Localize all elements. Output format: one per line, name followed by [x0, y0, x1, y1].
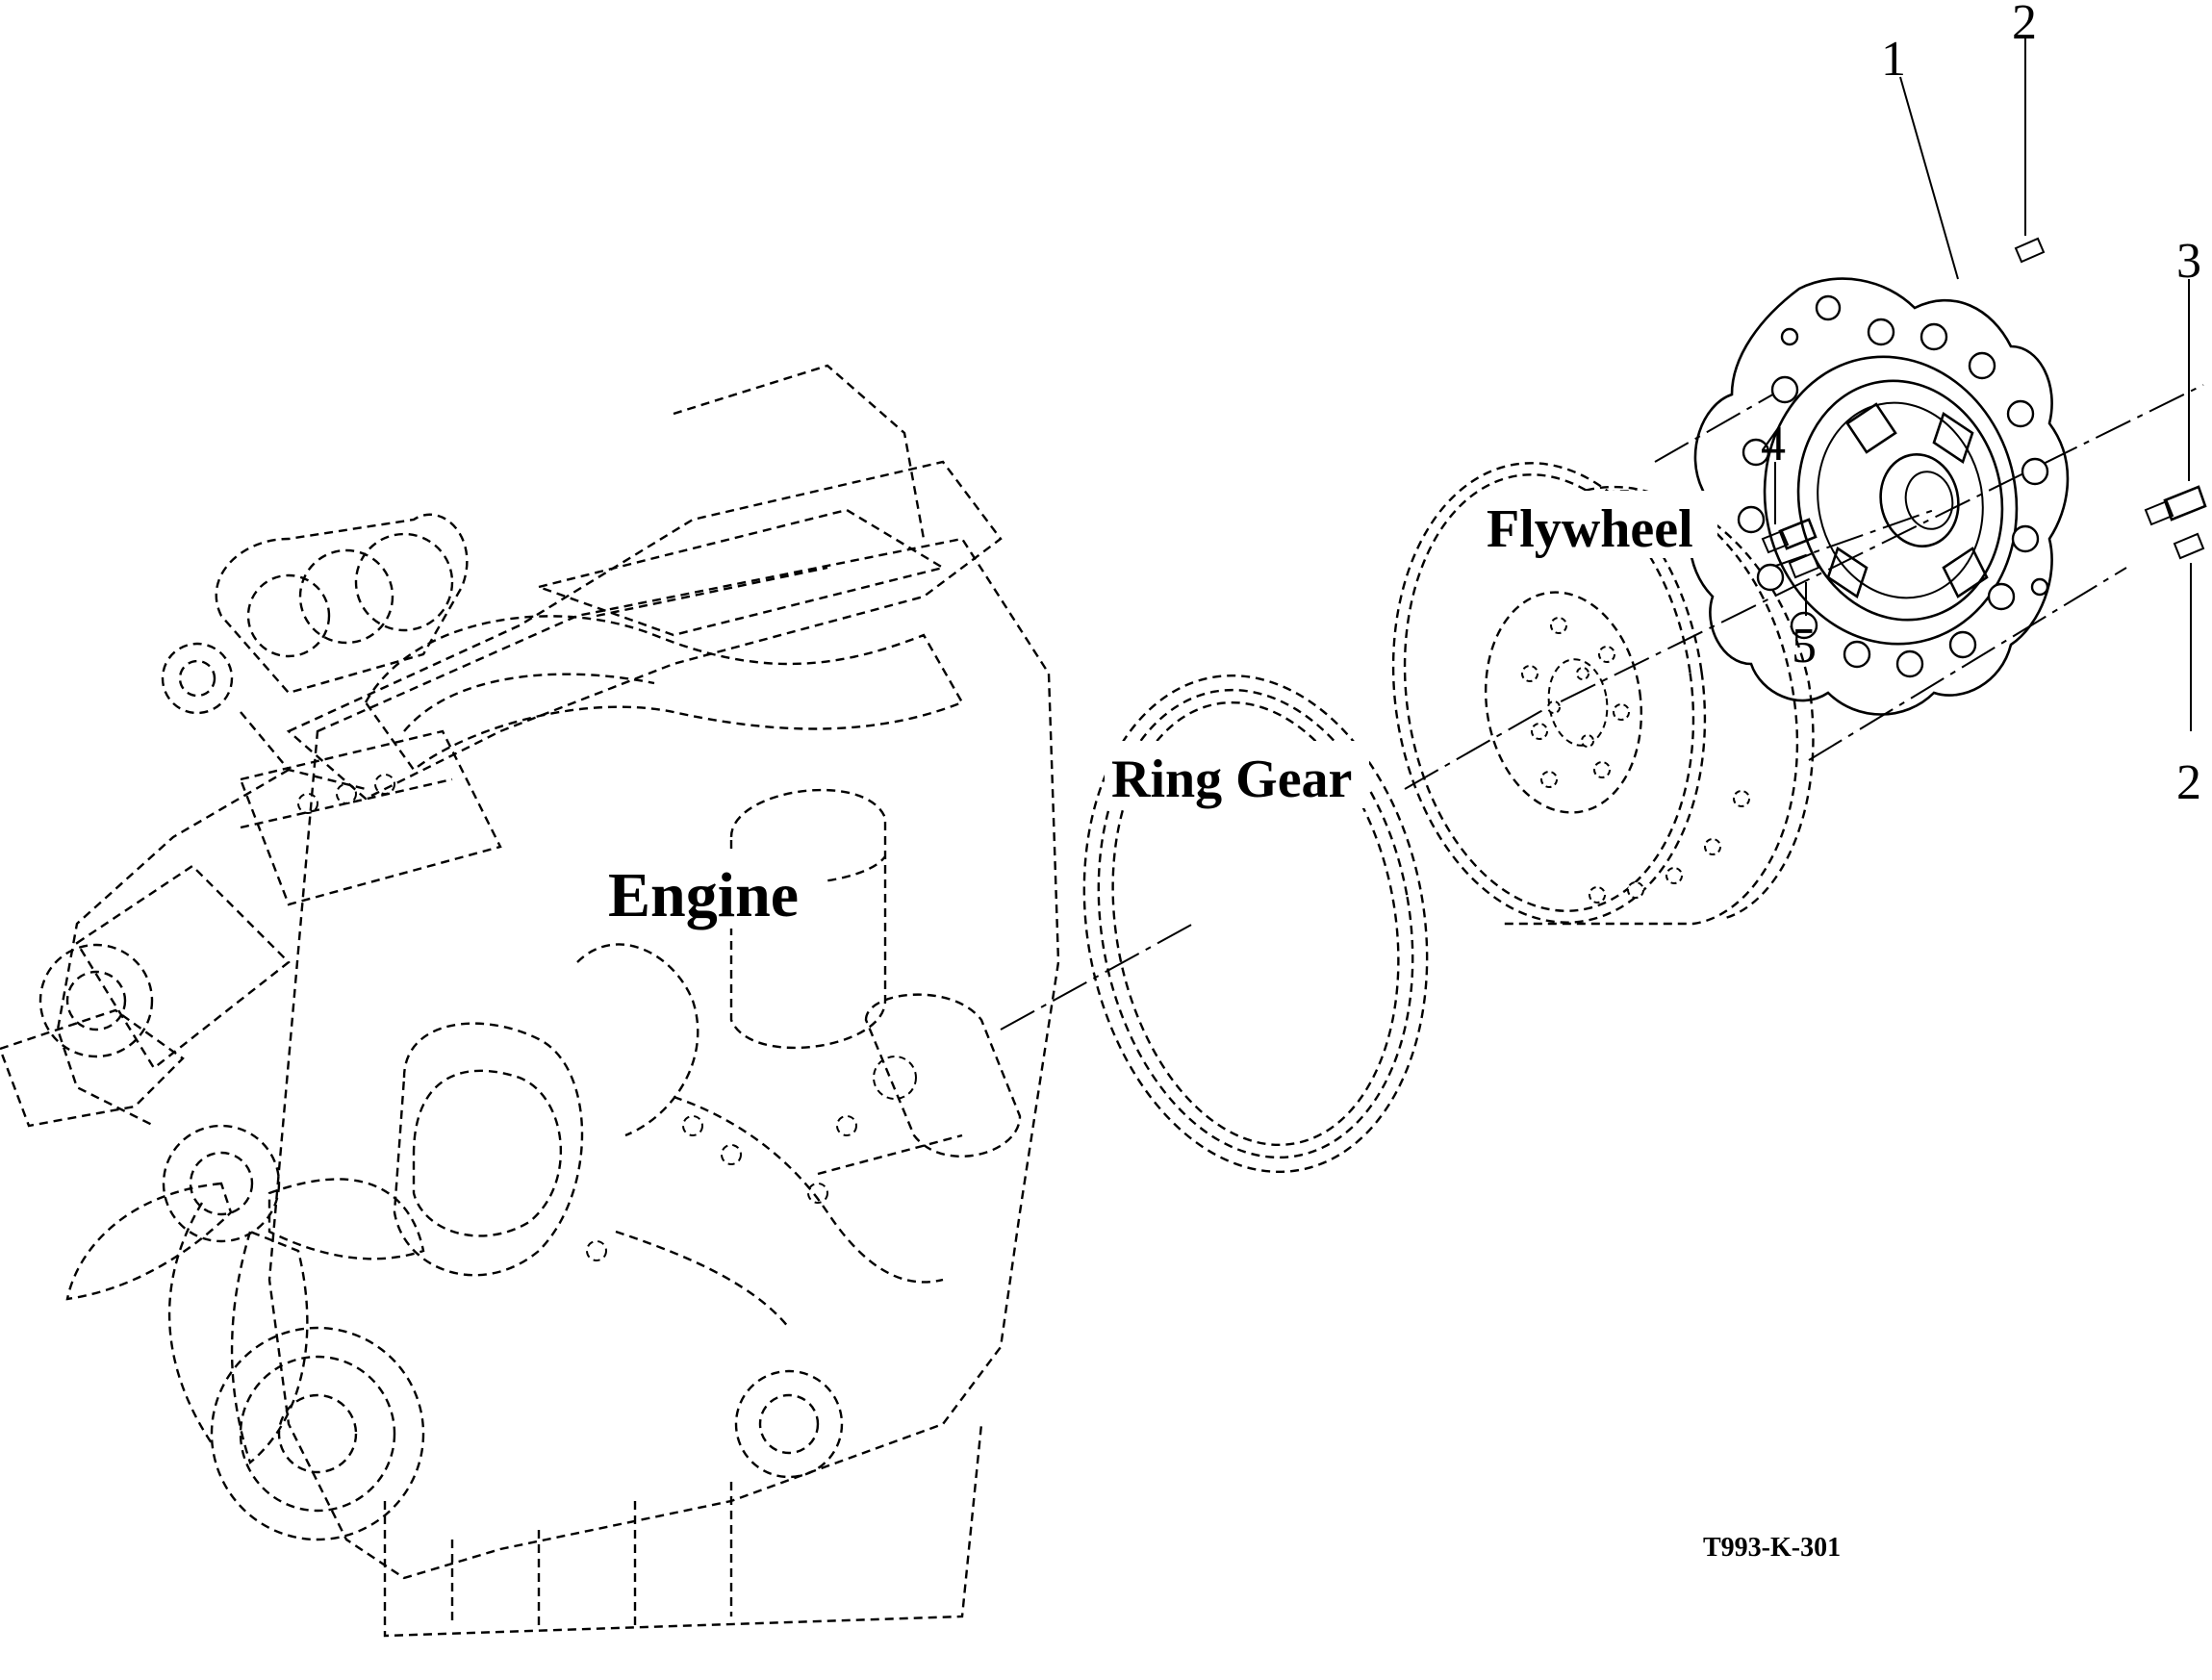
- figure-reference: T993-K-301: [1703, 1533, 1841, 1563]
- callout-2-top: 2: [2012, 0, 2037, 50]
- ring-gear-label: Ring Gear: [1111, 750, 1352, 809]
- ring-gear-drawing: [1082, 674, 1429, 1174]
- flywheel-lower-projection: [1808, 567, 2127, 761]
- assembly-centerline: [1000, 384, 2204, 1031]
- leader-1: [1899, 76, 1959, 280]
- bolt-alignment-line: [1769, 509, 1935, 569]
- drive-plate-drawing: [1688, 277, 2070, 716]
- callout-4: 4: [1761, 417, 1786, 471]
- flywheel-upper-projection: [1654, 384, 1791, 463]
- engine-label: Engine: [608, 860, 799, 930]
- callout-3: 3: [2176, 234, 2201, 289]
- fasteners: [1761, 237, 2207, 579]
- callout-5: 5: [1792, 619, 1817, 674]
- callout-2-bottom: 2: [2176, 755, 2201, 810]
- flywheel-label: Flywheel: [1487, 499, 1693, 559]
- engine-drawing: [0, 364, 1060, 1638]
- callout-1: 1: [1881, 32, 1906, 87]
- leader-lines: [1774, 38, 2192, 731]
